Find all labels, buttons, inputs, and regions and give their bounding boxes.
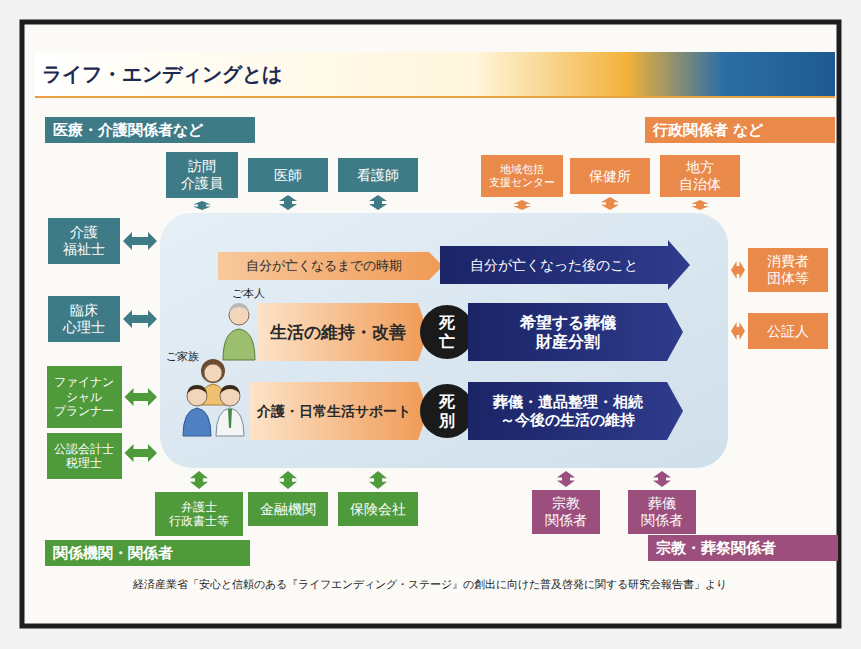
double-arrow-connector (557, 471, 575, 487)
event-circle: 死 別 (420, 384, 474, 438)
double-arrow-connector (279, 195, 297, 210)
node-text: 生活の維持・改善 (270, 322, 406, 342)
role-box: 介護 福祉士 (48, 218, 120, 264)
person-illustration (223, 303, 255, 360)
person-label: ご本人 (232, 286, 265, 301)
group-band: 行政関係者 など (645, 117, 835, 143)
role-box: 保健所 (570, 158, 650, 194)
node-text: 地方 自治体 (678, 159, 723, 193)
role-box: 保険会社 (338, 492, 418, 526)
node-text: 訪問 介護員 (180, 158, 225, 192)
role-box: 医師 (248, 158, 328, 192)
activity-band: 葬儀・遺品整理・相続 ～今後の生活の維持 (468, 382, 683, 440)
double-arrow-connector (731, 322, 745, 340)
double-arrow-connector (369, 471, 387, 489)
role-box: 消費者 団体等 (748, 248, 828, 292)
role-box: 地方 自治体 (660, 155, 740, 197)
diagram-title: ライフ・エンディングとは (42, 61, 282, 88)
role-box: 公証人 (748, 313, 828, 349)
node-text: 看護師 (357, 167, 399, 184)
double-arrow-connector (731, 261, 745, 279)
group-band: 関係機関・関係者 (45, 540, 250, 566)
role-box: 金融機関 (248, 492, 328, 526)
double-arrow-connector (369, 195, 387, 210)
event-circle: 死 亡 (420, 305, 474, 359)
shape-fill (250, 382, 428, 440)
life-region: 自分が亡くなるまでの時期 自分が亡くなった後のこと生活の維持・改善 死 亡 希望する葬… (160, 213, 728, 468)
node-text: 医療・介護関係者など (53, 121, 203, 139)
node-text: 介護 福祉士 (62, 224, 107, 258)
double-arrow-connector (125, 388, 158, 406)
double-arrow-connector (123, 232, 157, 250)
role-box: ファイナン シャル プランナー (47, 366, 122, 428)
node-text: 公認会計士 税理士 (53, 442, 115, 471)
role-box: 公認会計士 税理士 (47, 433, 122, 479)
activity-band: 介護・日常生活サポート (250, 382, 428, 440)
period-arrow: 自分が亡くなるまでの時期 (218, 252, 443, 280)
node-text: 公証人 (767, 323, 809, 340)
node-text: 消費者 団体等 (766, 253, 811, 287)
shape-fill (258, 303, 428, 361)
node-text: 保健所 (589, 168, 631, 185)
double-arrow-connector (279, 471, 297, 489)
activity-band: 希望する葬儀 財産分割 (468, 303, 683, 361)
title-rule (35, 96, 835, 98)
double-arrow-connector (190, 471, 208, 489)
photo-frame (22, 22, 839, 626)
node-text: 臨床 心理士 (62, 302, 107, 336)
role-box: 地域包括 支援センター (481, 155, 563, 197)
group-band: 医療・介護関係者など (45, 117, 255, 143)
shape-fill (218, 252, 443, 280)
double-arrow-connector (513, 200, 531, 210)
node-text: 金融機関 (260, 501, 316, 518)
period-arrow: 自分が亡くなった後のこと (440, 240, 690, 290)
role-box: 弁護士 行政書士等 (155, 492, 243, 536)
family-illustration (183, 359, 244, 436)
node-text: 宗教 関係者 (544, 495, 589, 529)
node-text: 地域包括 支援センター (487, 163, 556, 189)
role-box: 看護師 (338, 158, 418, 192)
double-arrow-connector (123, 310, 157, 328)
node-text: 葬儀・遺品整理・相続 ～今後の生活の維持 (488, 393, 647, 429)
node-text: 自分が亡くなるまでの時期 (246, 258, 402, 274)
node-text: 自分が亡くなった後のこと (470, 257, 638, 274)
node-text: 死 別 (437, 392, 456, 430)
double-arrow-connector (653, 471, 671, 487)
source-caption: 経済産業省「安心と信頼のある『ライフエンディング・ステージ』の創出に向けた普及啓… (133, 578, 727, 592)
double-arrow-connector (193, 201, 211, 210)
node-text: 死 亡 (437, 313, 456, 351)
double-arrow-connector (691, 200, 709, 210)
double-arrow-connector (601, 197, 619, 210)
activity-band: 生活の維持・改善 (258, 303, 428, 361)
person-label: ご家族 (166, 349, 199, 364)
double-arrow-connector (125, 444, 158, 462)
node-text: 宗教・葬祭関係者 (656, 539, 776, 557)
shape-fill (468, 382, 683, 440)
shape-fill (468, 303, 683, 361)
node-text: 葬儀 関係者 (640, 495, 685, 529)
role-box: 葬儀 関係者 (628, 490, 696, 534)
node-text: 行政関係者 など (653, 121, 763, 139)
node-text: 介護・日常生活サポート (257, 403, 411, 420)
node-text: 弁護士 行政書士等 (168, 500, 230, 529)
node-text: ファイナン シャル プランナー (53, 375, 115, 418)
node-text: 関係機関・関係者 (53, 544, 173, 562)
role-box: 宗教 関係者 (532, 490, 600, 534)
role-box: 臨床 心理士 (48, 296, 120, 342)
shape-fill (440, 240, 690, 290)
node-text: 医師 (274, 167, 302, 184)
group-band: 宗教・葬祭関係者 (648, 535, 838, 561)
node-text: 希望する葬儀 財産分割 (516, 313, 620, 351)
title-bar (35, 52, 835, 96)
node-text: 保険会社 (350, 501, 406, 518)
life-region (160, 213, 728, 468)
role-box: 訪問 介護員 (166, 152, 238, 198)
